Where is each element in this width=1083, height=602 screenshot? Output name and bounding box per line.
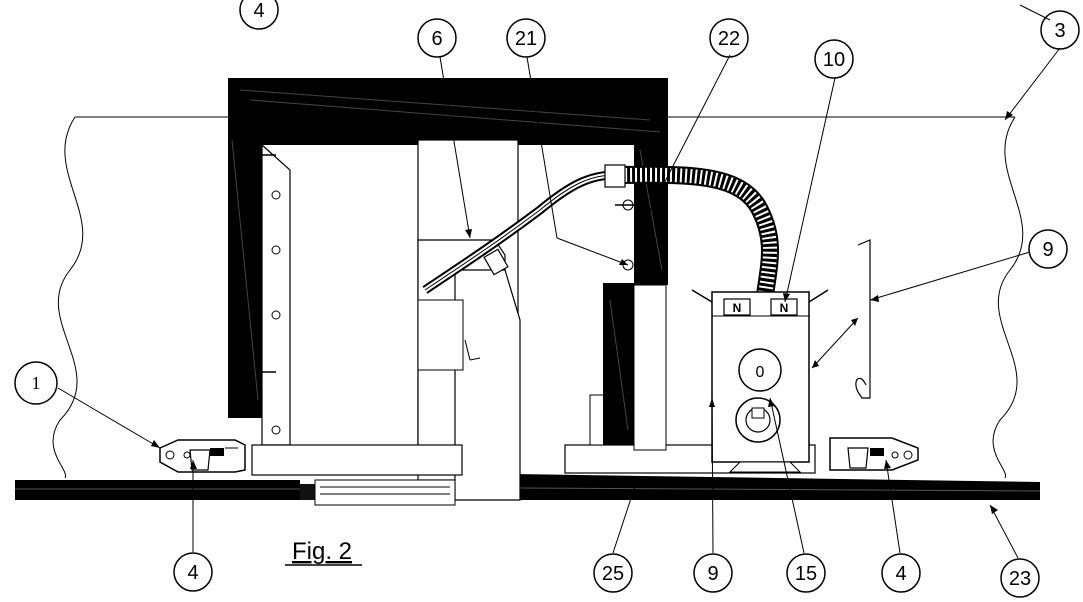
callout-4-top: 4 — [239, 0, 279, 30]
hanger-clip-right — [829, 437, 919, 471]
mounting-bracket-left — [261, 143, 291, 446]
armored-cable — [422, 164, 779, 297]
terminal-tag-right — [770, 298, 798, 316]
svg-text:4: 4 — [895, 563, 906, 585]
leader-lines — [57, 4, 1061, 559]
callout-22: 22 — [709, 18, 749, 58]
svg-text:6: 6 — [431, 28, 442, 50]
callout-15: 15 — [786, 553, 826, 593]
junction-box: N N 0 — [691, 289, 829, 473]
ceiling-cutout-outline — [52, 116, 1024, 479]
reset-dial — [738, 348, 782, 392]
callout-25: 25 — [593, 553, 633, 593]
callout-6: 6 — [417, 18, 457, 58]
terminal-tag-right-text: N — [780, 301, 789, 315]
callout-9-right: 9 — [1028, 229, 1068, 269]
terminal-tag-left — [723, 298, 751, 316]
right-post — [603, 283, 667, 451]
svg-text:21: 21 — [515, 28, 537, 50]
callout-21: 21 — [506, 18, 546, 58]
svg-text:4: 4 — [253, 0, 264, 22]
terminal-tag-left-text: N — [733, 301, 742, 315]
housing-frame — [228, 78, 668, 418]
svg-text:10: 10 — [823, 49, 845, 71]
callout-23: 23 — [1000, 558, 1040, 598]
spring-clip — [811, 239, 871, 399]
svg-text:3: 3 — [1054, 20, 1065, 42]
svg-text:4: 4 — [187, 562, 198, 584]
svg-text:15: 15 — [795, 563, 817, 585]
callout-4-right: 4 — [881, 553, 921, 593]
callout-1: 1 — [14, 361, 58, 405]
hanger-clip-left — [159, 439, 246, 473]
svg-text:9: 9 — [707, 563, 718, 585]
figure-caption: Fig. 2 — [292, 538, 352, 565]
callout-3: 3 — [1040, 10, 1080, 50]
svg-text:1: 1 — [32, 373, 41, 393]
ceiling-panel — [15, 474, 1041, 500]
reset-dial-text: 0 — [756, 364, 765, 381]
callout-10: 10 — [814, 39, 854, 79]
callout-9-bottom: 9 — [693, 553, 733, 593]
callout-4-left: 4 — [173, 552, 213, 592]
lamp-housing — [314, 139, 521, 506]
svg-text:25: 25 — [602, 563, 624, 585]
svg-text:9: 9 — [1042, 239, 1053, 261]
svg-text:22: 22 — [718, 28, 740, 50]
svg-text:23: 23 — [1009, 568, 1031, 590]
callouts: 4 3 6 21 22 10 9 1 — [14, 0, 1080, 598]
